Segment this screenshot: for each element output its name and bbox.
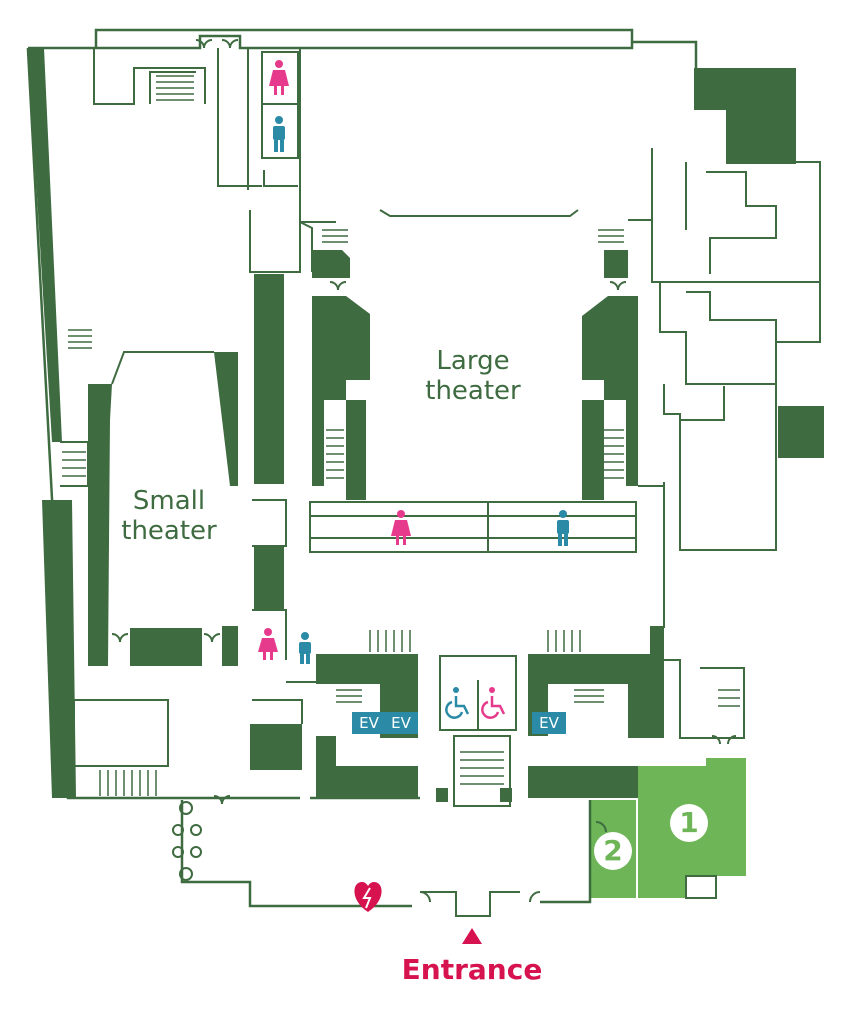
female-restroom-icon bbox=[258, 628, 278, 660]
corridor-wall bbox=[252, 499, 287, 547]
aed-heart-icon bbox=[354, 882, 382, 912]
accessible-restroom-icon bbox=[445, 687, 470, 719]
entrance-label: Entrance bbox=[401, 953, 543, 986]
west-wall bbox=[28, 48, 62, 442]
large-theater-label: Large theater bbox=[425, 346, 521, 406]
male-restroom-icon bbox=[273, 116, 285, 152]
male-restroom-icon bbox=[557, 510, 569, 546]
north-east-block-2 bbox=[726, 108, 796, 164]
female-restroom-icon bbox=[269, 60, 289, 95]
elevator-label: EV bbox=[532, 712, 566, 734]
entrance-hall bbox=[180, 800, 592, 917]
elevator-label: EV bbox=[352, 712, 386, 734]
room-2-number: 2 bbox=[594, 832, 632, 870]
east-core bbox=[528, 626, 745, 798]
central-core bbox=[436, 655, 517, 807]
accessible-restroom-icon bbox=[481, 687, 506, 719]
doors bbox=[111, 39, 737, 903]
room-1-number: 1 bbox=[670, 804, 708, 842]
male-restroom-icon bbox=[299, 632, 311, 664]
entrance-arrow-icon bbox=[462, 928, 482, 944]
corridor-wall-2 bbox=[252, 609, 287, 660]
west-wall-lower bbox=[42, 500, 76, 798]
corridor-column-west-2 bbox=[254, 546, 284, 610]
north-east-block bbox=[694, 68, 796, 110]
lobby-restrooms bbox=[309, 501, 637, 553]
elevator-label: EV bbox=[384, 712, 418, 734]
top-left-rooms bbox=[93, 48, 301, 273]
female-restroom-icon bbox=[391, 510, 411, 545]
east-block bbox=[778, 406, 824, 458]
small-theater-label: Small theater bbox=[121, 486, 217, 546]
small-theater bbox=[60, 329, 238, 796]
corridor-column-west bbox=[254, 274, 284, 484]
large-theater bbox=[312, 229, 638, 500]
north-east-rooms bbox=[299, 48, 821, 551]
